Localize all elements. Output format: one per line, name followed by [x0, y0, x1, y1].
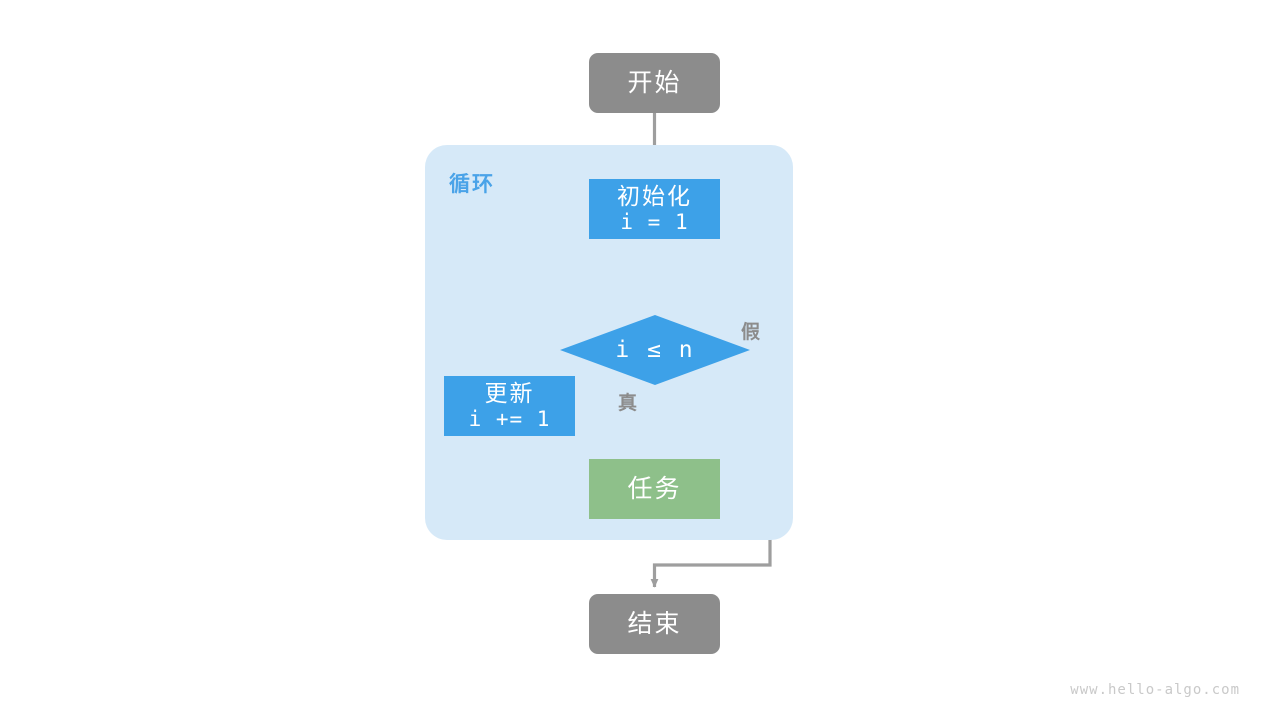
node-initialization[interactable]: 初始化 i = 1 [589, 179, 720, 239]
node-start[interactable]: 开始 [589, 53, 720, 113]
loop-container-label: 循环 [449, 173, 495, 196]
node-decision-label: i ≤ n [615, 336, 695, 363]
node-update-expression: i += 1 [468, 407, 551, 432]
node-end-label: 结束 [627, 609, 682, 638]
node-update-label: 更新 [484, 380, 535, 407]
node-start-label: 开始 [627, 68, 682, 97]
node-task[interactable]: 任务 [589, 459, 720, 519]
node-update[interactable]: 更新 i += 1 [444, 376, 575, 436]
node-initialization-label: 初始化 [617, 183, 692, 210]
node-end[interactable]: 结束 [589, 594, 720, 654]
node-initialization-expression: i = 1 [620, 210, 689, 235]
node-decision[interactable]: i ≤ n [560, 315, 750, 385]
watermark: www.hello-algo.com [1070, 682, 1240, 698]
edge-label-true: 真 [618, 393, 638, 414]
edge-label-false: 假 [741, 322, 761, 343]
node-task-label: 任务 [627, 474, 682, 503]
